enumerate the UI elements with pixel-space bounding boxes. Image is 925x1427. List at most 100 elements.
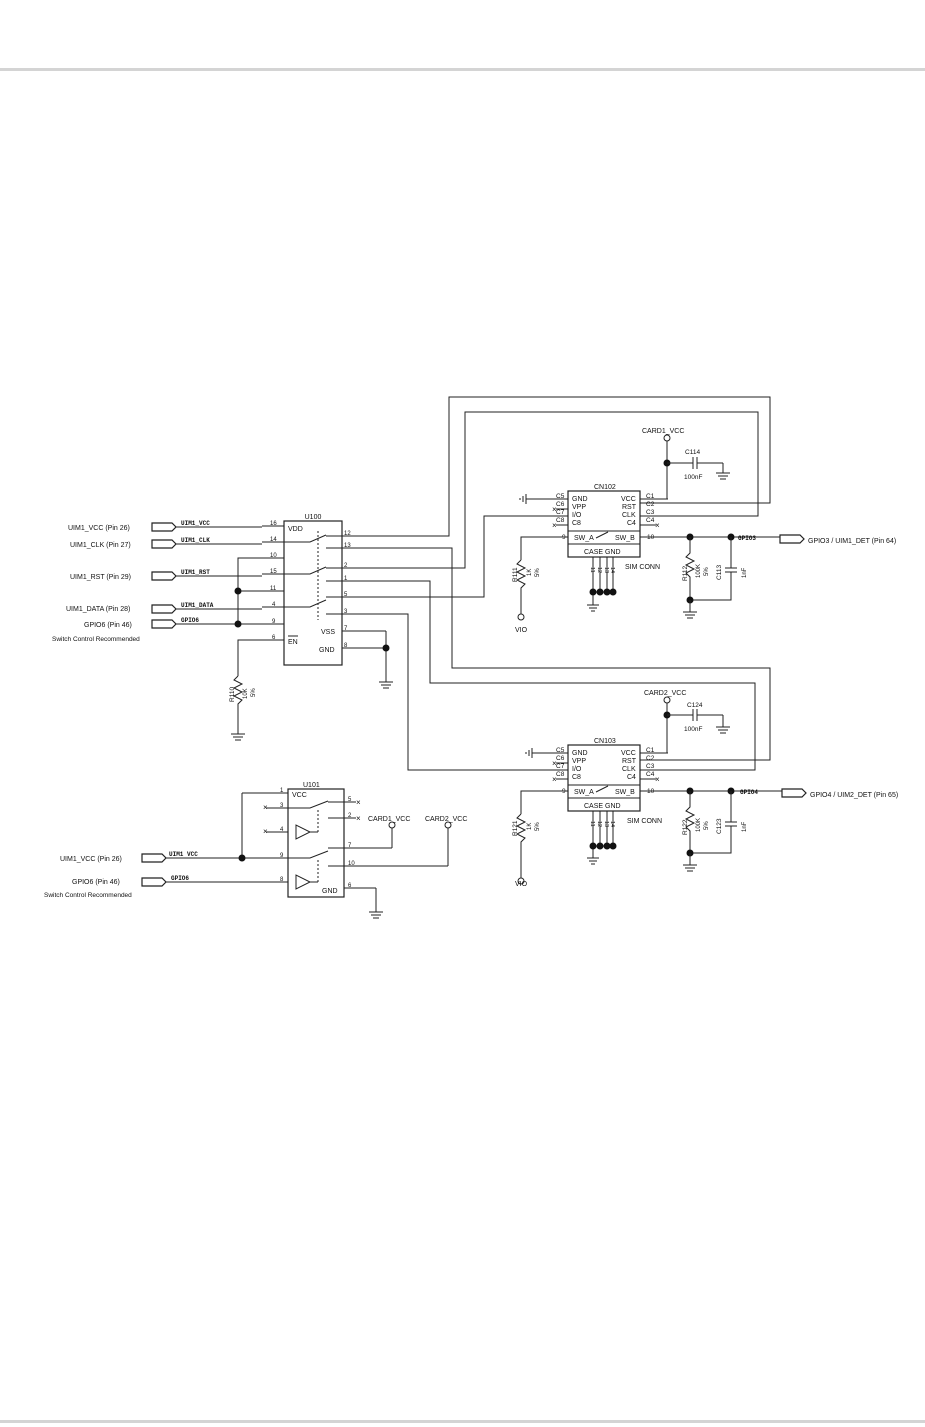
svg-text:3: 3 (344, 609, 348, 615)
svg-text:R110: R110 (229, 687, 236, 702)
svg-text:7: 7 (344, 626, 348, 632)
svg-text:GND: GND (322, 888, 338, 895)
svg-text:11: 11 (270, 586, 277, 592)
svg-text:VIO: VIO (515, 881, 528, 888)
svg-text:×: × (655, 521, 660, 530)
svg-text:100K: 100K (696, 818, 702, 832)
svg-text:C4: C4 (646, 517, 655, 524)
svg-text:Switch Control Recommended: Switch Control Recommended (52, 636, 140, 643)
svg-text:C5: C5 (556, 493, 565, 500)
svg-text:14: 14 (609, 821, 615, 827)
svg-text:SW_A: SW_A (574, 535, 594, 542)
svg-text:C8: C8 (572, 774, 581, 781)
svg-text:R112: R112 (682, 566, 689, 581)
svg-text:CARD2_VCC: CARD2_VCC (425, 816, 467, 823)
u101-switch: U101 VCC GND 1 3 4 9 8 × × 5 2 7 10 6 × … (44, 782, 467, 919)
svg-text:14: 14 (609, 567, 615, 573)
svg-text:C113: C113 (716, 565, 723, 580)
svg-text:GPIO3: GPIO3 (738, 535, 756, 542)
port-uim1-rst (151, 571, 177, 581)
svg-text:UIM1_DATA (Pin 28): UIM1_DATA (Pin 28) (66, 606, 130, 613)
svg-text:4: 4 (272, 602, 276, 608)
svg-text:CASE GND: CASE GND (584, 549, 621, 556)
svg-text:5%: 5% (704, 567, 710, 576)
svg-text:UIM1_VCC (Pin 26): UIM1_VCC (Pin 26) (60, 856, 122, 863)
svg-text:9: 9 (280, 853, 284, 859)
svg-text:GPIO4 / UIM2_DET (Pin 65): GPIO4 / UIM2_DET (Pin 65) (810, 792, 898, 799)
svg-text:GND: GND (319, 647, 335, 654)
svg-text:1K: 1K (527, 569, 533, 576)
port-uim1-vcc (151, 522, 177, 532)
svg-text:CASE GND: CASE GND (584, 803, 621, 810)
svg-text:×: × (356, 798, 361, 807)
svg-text:C4: C4 (627, 520, 636, 527)
cn103-sim-connector: CN103 GND VPP I/O C8 VCC RST CLK C4 C5 C… (512, 690, 898, 888)
svg-text:VPP: VPP (572, 504, 586, 511)
svg-text:SIM CONN: SIM CONN (625, 564, 660, 571)
svg-text:10K: 10K (243, 688, 249, 699)
u100-body (283, 520, 343, 666)
port-uim1-data (151, 604, 177, 614)
svg-text:VIO: VIO (515, 627, 528, 634)
svg-text:15: 15 (270, 569, 277, 575)
svg-text:R111: R111 (512, 567, 519, 582)
svg-text:5%: 5% (251, 688, 257, 697)
header-rule (0, 68, 925, 71)
svg-text:SW_A: SW_A (574, 789, 594, 796)
svg-text:13: 13 (603, 567, 609, 573)
svg-text:5%: 5% (535, 568, 541, 577)
svg-text:I/O: I/O (572, 766, 582, 773)
svg-text:VDD: VDD (288, 526, 303, 533)
svg-text:C1: C1 (646, 493, 655, 500)
svg-text:12: 12 (344, 531, 351, 537)
svg-text:C114: C114 (685, 449, 700, 456)
svg-text:C3: C3 (646, 763, 655, 770)
svg-text:14: 14 (270, 537, 277, 543)
u100-inputs: UIM1_VCC (Pin 26) UIM1_VCC UIM1_CLK (Pin… (52, 520, 393, 741)
svg-text:CLK: CLK (622, 766, 636, 773)
svg-text:16: 16 (270, 521, 277, 527)
svg-text:7: 7 (348, 843, 352, 849)
svg-text:C2: C2 (646, 501, 655, 508)
svg-text:C123: C123 (716, 818, 723, 834)
svg-text:SIM CONN: SIM CONN (627, 818, 662, 825)
svg-text:UIM1_VCC: UIM1_VCC (181, 520, 210, 527)
svg-text:GND: GND (572, 750, 588, 757)
nc-mark: × (552, 505, 557, 514)
svg-text:GPIO6 (Pin 46): GPIO6 (Pin 46) (84, 622, 132, 629)
svg-text:C8: C8 (556, 771, 565, 778)
svg-text:×: × (356, 814, 361, 823)
svg-text:9: 9 (272, 619, 276, 625)
svg-text:UIM1_VCC (Pin 26): UIM1_VCC (Pin 26) (68, 525, 130, 532)
svg-text:I/O: I/O (572, 512, 582, 519)
svg-text:5%: 5% (535, 822, 541, 831)
svg-text:GPIO6: GPIO6 (171, 875, 189, 882)
svg-text:×: × (552, 521, 557, 530)
svg-text:C3: C3 (646, 509, 655, 516)
svg-text:C124: C124 (687, 702, 703, 709)
svg-text:VCC: VCC (292, 792, 307, 799)
svg-text:UIM1_DATA: UIM1_DATA (181, 602, 214, 609)
svg-text:1K: 1K (527, 823, 533, 830)
svg-text:100nF: 100nF (684, 726, 702, 733)
svg-text:11: 11 (589, 567, 595, 573)
svg-text:CN102: CN102 (594, 484, 616, 491)
svg-text:C1: C1 (646, 747, 655, 754)
svg-text:10: 10 (348, 861, 355, 867)
svg-text:UIM1_CLK: UIM1_CLK (181, 537, 210, 544)
svg-text:13: 13 (344, 543, 351, 549)
svg-text:UIM1 VCC: UIM1 VCC (169, 851, 198, 858)
svg-text:VSS: VSS (321, 629, 335, 636)
svg-text:R122: R122 (682, 819, 689, 835)
svg-text:1nF: 1nF (742, 821, 748, 832)
svg-text:8: 8 (344, 643, 348, 649)
svg-text:GPIO6 (Pin 46): GPIO6 (Pin 46) (72, 879, 120, 886)
svg-text:C8: C8 (556, 517, 565, 524)
svg-text:C8: C8 (572, 520, 581, 527)
svg-text:R121: R121 (512, 820, 519, 836)
svg-text:13: 13 (603, 821, 609, 827)
u100-switch: U100 VDD EN VSS GND 16 14 10 15 11 4 9 6… (262, 514, 386, 666)
svg-text:C4: C4 (646, 771, 655, 778)
svg-text:11: 11 (589, 821, 595, 827)
